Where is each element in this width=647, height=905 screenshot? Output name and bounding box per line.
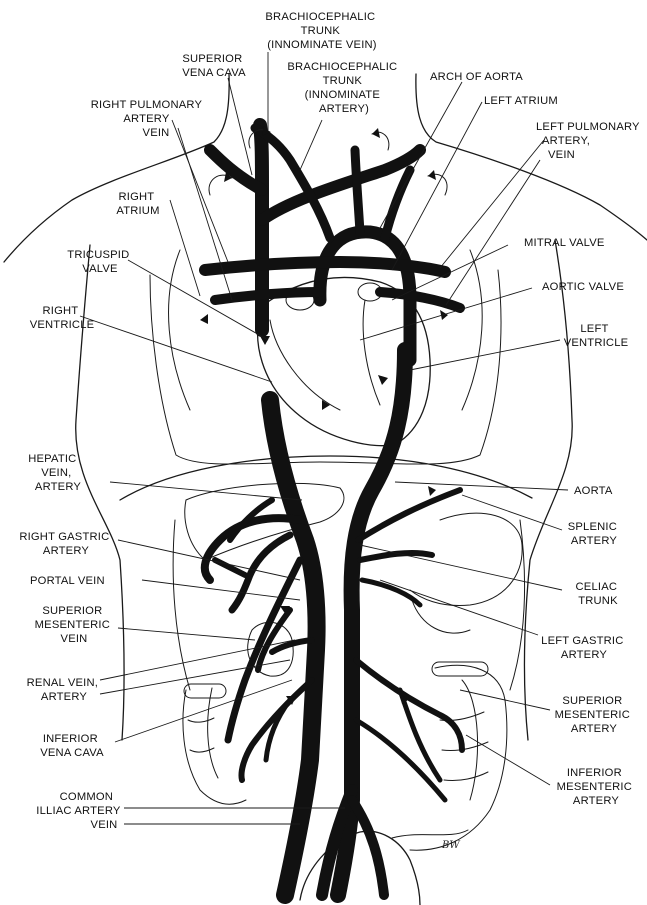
- label-aorta: AORTA: [574, 485, 613, 497]
- label-hepatic: HEPATIC VEIN, ARTERY: [28, 453, 81, 493]
- vessels: [205, 125, 462, 895]
- label-inferior-mesenteric: INFERIOR MESENTERIC ARTERY: [557, 767, 636, 807]
- label-portal-vein: PORTAL VEIN: [30, 575, 105, 587]
- artist-signature: BW: [441, 840, 460, 851]
- labels: BRACHIOCEPHALIC TRUNK (INNOMINATE VEIN) …: [19, 11, 643, 851]
- label-inferior-vena-cava: INFERIOR VENA CAVA: [40, 733, 104, 759]
- label-left-gastric: LEFT GASTRIC ARTERY: [541, 635, 627, 661]
- label-left-ventricle: LEFT VENTRICLE: [564, 323, 629, 349]
- label-celiac: CELIAC TRUNK: [576, 581, 621, 607]
- label-tricuspid-valve: TRICUSPID VALVE: [67, 249, 132, 275]
- label-common-iliac: COMMON ILLIAC ARTERY VEIN: [36, 791, 123, 831]
- label-arch-of-aorta: ARCH OF AORTA: [430, 71, 523, 83]
- label-left-atrium: LEFT ATRIUM: [484, 95, 558, 107]
- label-right-atrium: RIGHT ATRIUM: [116, 191, 159, 217]
- label-brachiocephalic-artery: BRACHIOCEPHALIC TRUNK (INNOMINATE ARTERY…: [287, 61, 400, 115]
- label-renal: RENAL VEIN, ARTERY: [27, 677, 102, 703]
- label-superior-mesenteric-vein: SUPERIOR MESENTERIC VEIN: [35, 605, 114, 645]
- label-aortic-valve: AORTIC VALVE: [542, 281, 624, 293]
- label-left-pulmonary: LEFT PULMONARY ARTERY, VEIN: [536, 121, 643, 161]
- label-right-pulmonary: RIGHT PULMONARY ARTERY VEIN: [91, 99, 205, 139]
- label-mitral-valve: MITRAL VALVE: [524, 237, 605, 249]
- label-superior-vena-cava: SUPERIOR VENA CAVA: [182, 53, 246, 79]
- label-brachiocephalic-vein: BRACHIOCEPHALIC TRUNK (INNOMINATE VEIN): [265, 11, 378, 51]
- label-splenic: SPLENIC ARTERY: [568, 521, 621, 547]
- leader-lines: [80, 52, 568, 824]
- label-right-gastric: RIGHT GASTRIC ARTERY: [19, 531, 112, 557]
- label-superior-mesenteric-artery: SUPERIOR MESENTERIC ARTERY: [555, 695, 634, 735]
